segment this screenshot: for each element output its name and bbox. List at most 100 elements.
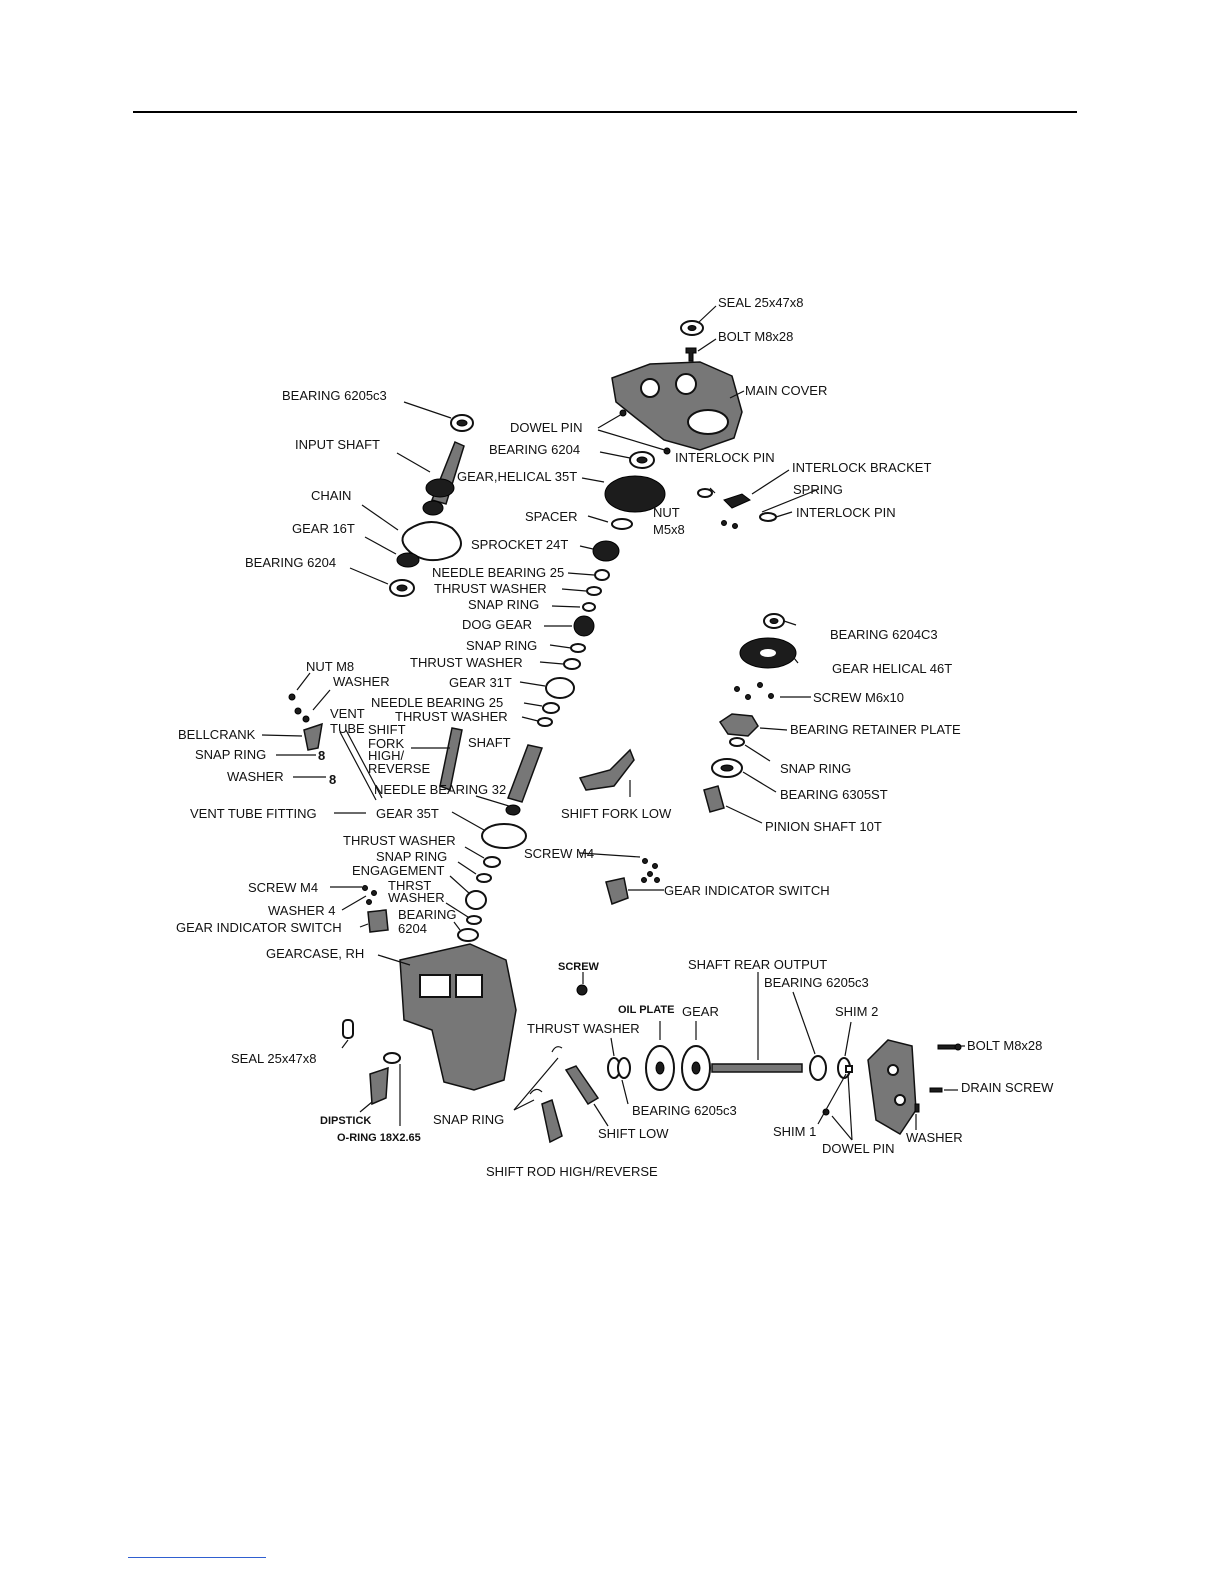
label-vent: VENT [330,706,365,721]
label-input-shaft: INPUT SHAFT [295,437,380,452]
label-sprocket-24t: SPROCKET 24T [471,537,568,552]
label-dog-gear: DOG GEAR [462,617,532,632]
label-gear-16t: GEAR 16T [292,521,355,536]
label-vent-tube-fitting: VENT TUBE FITTING [190,806,317,821]
o-ring-part [383,1052,401,1064]
label-o-ring: O-RING 18X2.65 [337,1132,421,1144]
spacer-part [611,518,633,530]
interlock-bracket-part [723,493,751,509]
label-bearing-6204-b: BEARING 6204 [245,555,336,570]
gear-31t-part [545,677,575,699]
bearing-6205c3-c-part [617,1057,631,1079]
label-interlock-pin-b: INTERLOCK PIN [796,505,896,520]
label-seal-bottom: SEAL 25x47x8 [231,1051,317,1066]
gear-indicator-switch-b-part [367,909,389,933]
interlock-pin-b-part [759,512,777,522]
label-bearing-retainer-plate: BEARING RETAINER PLATE [790,722,961,737]
label-chain: CHAIN [311,488,351,503]
label-bearing-num: 6204 [398,921,427,936]
label-shaft-rear-output: SHAFT REAR OUTPUT [688,957,827,972]
sprocket-24t-part [592,540,620,562]
label-screw: SCREW [558,961,600,973]
shift-fork-low-part [578,748,635,791]
label-bearing-6205c3-top: BEARING 6205c3 [282,388,387,403]
seal-bottom-part [342,1019,354,1039]
label-snap-ring-d: SNAP RING [780,761,851,776]
label-engagement: ENGAGEMENT [352,863,445,878]
label-dowel-pin-top: DOWEL PIN [510,420,582,435]
label-bellcrank: BELLCRANK [178,727,256,742]
label-gear-indicator-switch-a: GEAR INDICATOR SWITCH [664,883,830,898]
gear-35t-part [481,823,527,849]
label-thrust-washer-e: THRUST WASHER [527,1021,640,1036]
label-seal-top: SEAL 25x47x8 [718,295,804,310]
label-shift-fork-low: SHIFT FORK LOW [561,806,672,821]
label-thrust-washer-b: THRUST WASHER [410,655,523,670]
label-bolt-m8x28-b: BOLT M8x28 [967,1038,1042,1053]
label-gear-helical-46t: GEAR HELICAL 46T [832,661,952,676]
label-bearing-word: BEARING [398,907,457,922]
bolt-top-part [685,347,697,362]
label-thrust-washer-c: THRUST WASHER [395,709,508,724]
label-snap-ring-b: SNAP RING [466,638,537,653]
label-gearcase-rh: GEARCASE, RH [266,946,364,961]
label-shift-low: SHIFT LOW [598,1126,669,1141]
shift-low-part [564,1065,600,1106]
dog-gear-part [573,615,595,637]
label-needle-bearing-25-a: NEEDLE BEARING 25 [432,565,564,580]
label-high: HIGH/ [368,748,405,763]
label-shim-1: SHIM 1 [773,1124,816,1139]
label-washer-b: WASHER [227,769,284,784]
label-shaft: SHAFT [468,735,511,750]
label-gear: GEAR [682,1004,719,1019]
shift-fork-high-part [439,727,463,792]
label-spacer: SPACER [525,509,578,524]
part-labels: SEAL 25x47x8 BOLT M8x28 MAIN COVER BEARI… [176,295,1054,1179]
label-screw-m4-a: SCREW M4 [524,846,594,861]
chain-part [401,521,462,562]
label-screw-m4-b: SCREW M4 [248,880,318,895]
main-cover-part [611,361,743,451]
drain-screw-part [929,1087,943,1093]
label-thrst: THRST [388,878,431,893]
label-drain-screw: DRAIN SCREW [961,1080,1054,1095]
bolt-m8x28-b-part [937,1044,957,1050]
bellcrank-part [303,722,323,751]
label-nut-size: M5x8 [653,522,685,537]
label-main-cover: MAIN COVER [745,383,827,398]
label-bearing-6204-a: BEARING 6204 [489,442,580,457]
label-oil-plate: OIL PLATE [618,1004,674,1016]
label-bearing-6204c3: BEARING 6204C3 [830,627,938,642]
bearing-retainer-plate-part [718,713,759,737]
gear-helical-35t-part [604,475,666,513]
label-thrust-washer-a: THRUST WASHER [434,581,547,596]
label-needle-bearing-25-b: NEEDLE BEARING 25 [371,695,503,710]
label-shift-rod: SHIFT ROD HIGH/REVERSE [486,1164,658,1179]
shift-rod-part [541,1098,563,1144]
shaft-part [507,744,544,803]
dipstick-part [369,1066,389,1106]
label-bearing-6305st: BEARING 6305ST [780,787,888,802]
label-washer-a: WASHER [333,674,390,689]
label-washer-d: WASHER [906,1130,963,1145]
svg-text:8: 8 [318,748,325,763]
footnote-rule [128,1557,266,1558]
label-dowel-pin-b: DOWEL PIN [822,1141,894,1156]
vent-tube-part [339,729,383,801]
label-gear-31t: GEAR 31T [449,675,512,690]
label-snap-ring-f: SNAP RING [433,1112,504,1127]
gear-16t-part [396,552,420,568]
parts-group: 8 8 [288,320,962,1144]
label-shift: SHIFT [368,722,406,737]
label-nut: NUT [653,505,680,520]
spring-washer-part [697,488,713,498]
label-shim-2: SHIM 2 [835,1004,878,1019]
svg-text:8: 8 [329,772,336,787]
label-snap-ring-c: SNAP RING [195,747,266,762]
pinion-shaft-part [703,785,725,813]
label-dipstick: DIPSTICK [320,1115,371,1127]
label-thrust-washer-d: THRUST WASHER [343,833,456,848]
label-spring: SPRING [793,482,843,497]
label-pinion-shaft-10t: PINION SHAFT 10T [765,819,882,834]
